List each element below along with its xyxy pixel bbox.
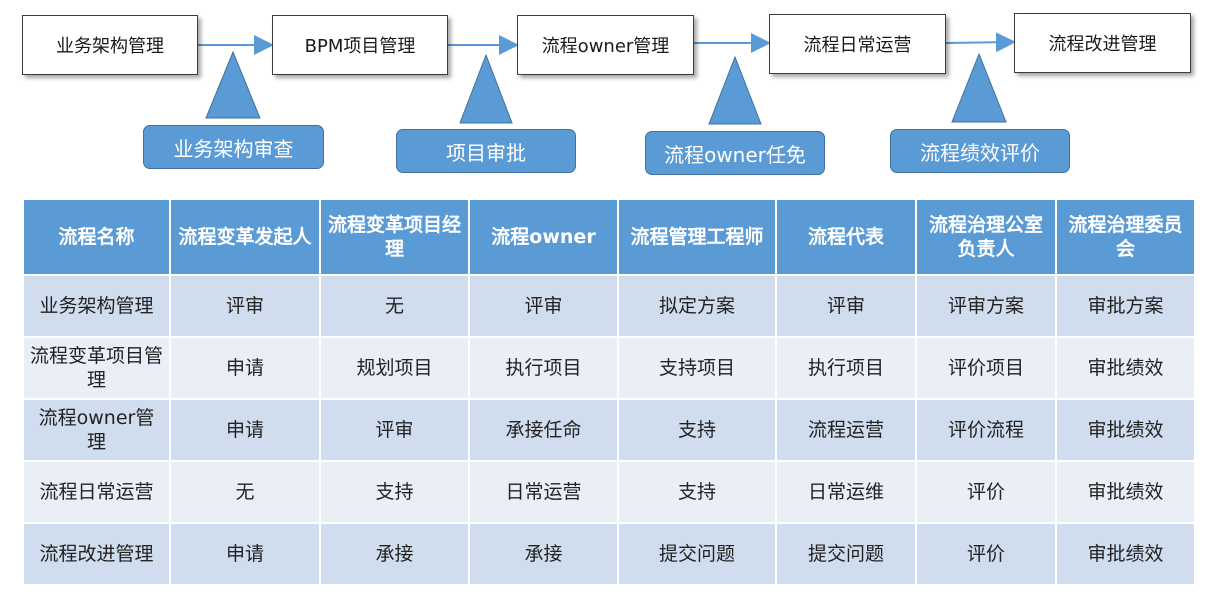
table-cell: 支持项目 [617,336,777,400]
header-process-owner: 流程owner [468,198,619,276]
gate-architecture-review: 业务架构审查 [143,125,324,169]
gate-performance-evaluation: 流程绩效评价 [890,129,1070,173]
responsibility-matrix: 流程名称 流程变革发起人 流程变革项目经理 流程owner 流程管理工程师 流程… [22,198,1196,586]
gate-pointer-3 [708,55,762,125]
header-process-engineer: 流程管理工程师 [617,198,777,276]
table-cell: 承接任命 [468,398,619,462]
table-cell: 评审方案 [915,274,1057,338]
table-cell: 业务架构管理 [22,274,171,338]
matrix-header-row: 流程名称 流程变革发起人 流程变革项目经理 流程owner 流程管理工程师 流程… [22,198,1196,276]
table-cell: 申请 [169,522,321,586]
table-row: 流程改进管理 申请 承接 承接 提交问题 提交问题 评价 审批绩效 [22,522,1196,586]
table-row: 流程owner管理 申请 评审 承接任命 支持 流程运营 评价流程 审批绩效 [22,398,1196,462]
stage-daily-operation: 流程日常运营 [769,14,946,74]
table-cell: 拟定方案 [617,274,777,338]
header-process-name: 流程名称 [22,198,171,276]
stage-bpm-project: BPM项目管理 [272,15,448,75]
table-cell: 流程owner管理 [22,398,171,462]
table-cell: 承接 [319,522,470,586]
table-cell: 流程变革项目管理 [22,336,171,400]
header-change-sponsor: 流程变革发起人 [169,198,321,276]
table-cell: 执行项目 [468,336,619,400]
table-row: 流程日常运营 无 支持 日常运营 支持 日常运维 评价 审批绩效 [22,460,1196,524]
table-cell: 评审 [319,398,470,462]
gate-owner-appointment: 流程owner任免 [645,131,825,175]
table-cell: 流程日常运营 [22,460,171,524]
header-governance-office-lead: 流程治理公室负责人 [915,198,1057,276]
table-row: 流程变革项目管理 申请 规划项目 执行项目 支持项目 执行项目 评价项目 审批绩… [22,336,1196,400]
table-cell: 评价 [915,460,1057,524]
table-cell: 评审 [169,274,321,338]
table-cell: 无 [169,460,321,524]
table-cell: 评价流程 [915,398,1057,462]
gate-project-approval: 项目审批 [396,129,576,173]
table-cell: 流程运营 [775,398,917,462]
table-cell: 日常运维 [775,460,917,524]
table-cell: 支持 [617,398,777,462]
stage-business-architecture: 业务架构管理 [22,15,198,75]
header-process-representative: 流程代表 [775,198,917,276]
table-cell: 执行项目 [775,336,917,400]
table-cell: 评价项目 [915,336,1057,400]
table-cell: 承接 [468,522,619,586]
header-change-project-manager: 流程变革项目经理 [319,198,470,276]
table-cell: 支持 [319,460,470,524]
table-cell: 无 [319,274,470,338]
gate-pointer-2 [459,53,513,124]
table-row: 业务架构管理 评审 无 评审 拟定方案 评审 评审方案 审批方案 [22,274,1196,338]
table-cell: 评审 [468,274,619,338]
table-cell: 日常运营 [468,460,619,524]
table-cell: 审批方案 [1055,274,1196,338]
table-cell: 审批绩效 [1055,460,1196,524]
gate-pointer-1 [205,50,261,119]
table-cell: 支持 [617,460,777,524]
table-cell: 申请 [169,398,321,462]
gate-pointer-4 [951,52,1007,123]
table-cell: 流程改进管理 [22,522,171,586]
table-cell: 评价 [915,522,1057,586]
stage-process-improvement: 流程改进管理 [1014,13,1191,73]
table-cell: 审批绩效 [1055,336,1196,400]
table-cell: 规划项目 [319,336,470,400]
stage-process-owner: 流程owner管理 [517,15,694,75]
table-cell: 审批绩效 [1055,522,1196,586]
flow-arrow-4 [945,32,1016,53]
table-cell: 提交问题 [617,522,777,586]
table-cell: 申请 [169,336,321,400]
table-cell: 审批绩效 [1055,398,1196,462]
header-governance-committee: 流程治理委员会 [1055,198,1196,276]
flow-connectors [198,32,1016,125]
table-cell: 评审 [775,274,917,338]
table-cell: 提交问题 [775,522,917,586]
